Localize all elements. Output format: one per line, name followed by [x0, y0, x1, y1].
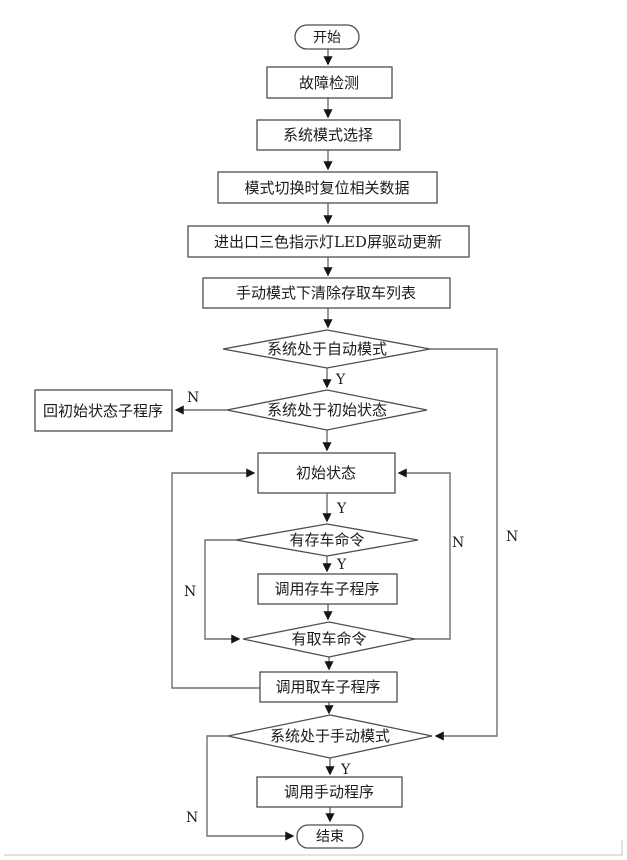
branch-labels: Y Y Y Y N N N N N	[184, 372, 518, 826]
reset-data-label: 模式切换时复位相关数据	[244, 179, 409, 197]
call-store-box	[257, 573, 398, 605]
manual-mode-label: 系统处于手动模式	[270, 727, 390, 745]
fetch-cmd-diamond	[242, 621, 416, 658]
call-fetch-box	[259, 671, 398, 703]
label-yes-store-cmd: Y	[336, 557, 347, 573]
label-no-init-check: N	[187, 390, 199, 406]
mode-select-label: 系统模式选择	[283, 126, 373, 144]
start-label: 开始	[313, 30, 341, 46]
flow-node-store-cmd: 有存车命令	[235, 523, 419, 557]
fault-detect-box	[266, 66, 393, 99]
return-init-box	[34, 389, 173, 432]
call-manual-label: 调用手动程序	[284, 783, 374, 801]
flow-node-reset-data: 模式切换时复位相关数据	[217, 171, 438, 204]
label-no-store-cmd: N	[184, 584, 196, 600]
label-no-auto-mode: N	[506, 529, 518, 545]
call-store-label: 调用存车子程序	[274, 580, 379, 598]
call-manual-box	[256, 776, 403, 808]
edge-store-cmd-no-to-fetch-cmd	[204, 539, 241, 644]
flow-node-fetch-cmd: 有取车命令	[242, 621, 416, 658]
clear-list-label: 手动模式下清除存取车列表	[236, 284, 416, 302]
start-terminator-shape	[294, 24, 360, 50]
label-yes-auto-mode: Y	[335, 372, 346, 388]
store-cmd-diamond	[235, 523, 419, 557]
end-terminator-shape	[296, 824, 364, 849]
flow-node-init-check: 系统处于初始状态	[226, 389, 428, 431]
led-update-box	[187, 225, 470, 258]
flow-node-clear-list: 手动模式下清除存取车列表	[202, 277, 451, 309]
init-state-label: 初始状态	[296, 464, 356, 482]
mode-select-box	[256, 119, 401, 151]
label-no-fetch-cmd: N	[452, 535, 464, 551]
init-state-box	[257, 452, 396, 494]
auto-mode-label: 系统处于自动模式	[267, 340, 387, 358]
end-label: 结束	[316, 829, 344, 845]
fault-detect-label: 故障检测	[299, 74, 359, 92]
label-yes-manual-mode: Y	[340, 762, 351, 778]
flow-node-led-update: 进出口三色指示灯LED屏驱动更新	[187, 225, 470, 258]
flow-node-init-state: 初始状态	[257, 452, 396, 494]
flow-node-call-store: 调用存车子程序	[257, 573, 398, 605]
fetch-cmd-label: 有取车命令	[291, 630, 366, 648]
flow-node-manual-mode: 系统处于手动模式	[227, 714, 433, 759]
led-update-label: 进出口三色指示灯LED屏驱动更新	[214, 233, 442, 251]
edge-auto-mode-no-to-manual	[430, 348, 498, 741]
flow-node-fault-detect: 故障检测	[266, 66, 393, 99]
label-no-manual-mode: N	[186, 810, 198, 826]
return-init-label: 回初始状态子程序	[43, 402, 163, 420]
edge-manual-mode-no-to-end	[206, 735, 295, 841]
init-check-label: 系统处于初始状态	[267, 401, 387, 419]
flow-node-end: 结束	[296, 824, 364, 849]
page-edge-line	[4, 840, 623, 856]
clear-list-box	[202, 277, 451, 309]
manual-mode-diamond	[227, 714, 433, 759]
flow-node-return-init: 回初始状态子程序	[34, 389, 173, 432]
auto-mode-diamond	[222, 329, 431, 369]
flow-node-call-manual: 调用手动程序	[256, 776, 403, 808]
flow-node-mode-select: 系统模式选择	[256, 119, 401, 151]
flow-edges	[171, 49, 498, 841]
flow-node-call-fetch: 调用取车子程序	[259, 671, 398, 703]
flow-node-auto-mode: 系统处于自动模式	[222, 329, 431, 369]
call-fetch-label: 调用取车子程序	[275, 678, 380, 696]
init-check-diamond	[226, 389, 428, 431]
reset-data-box	[217, 171, 438, 204]
flow-node-start: 开始	[294, 24, 360, 50]
edge-call-fetch-loop-to-init-state	[171, 468, 260, 689]
edge-fetch-cmd-no-to-init-state	[397, 468, 451, 640]
store-cmd-label: 有存车命令	[289, 531, 364, 549]
label-yes-init-state: Y	[336, 501, 347, 517]
